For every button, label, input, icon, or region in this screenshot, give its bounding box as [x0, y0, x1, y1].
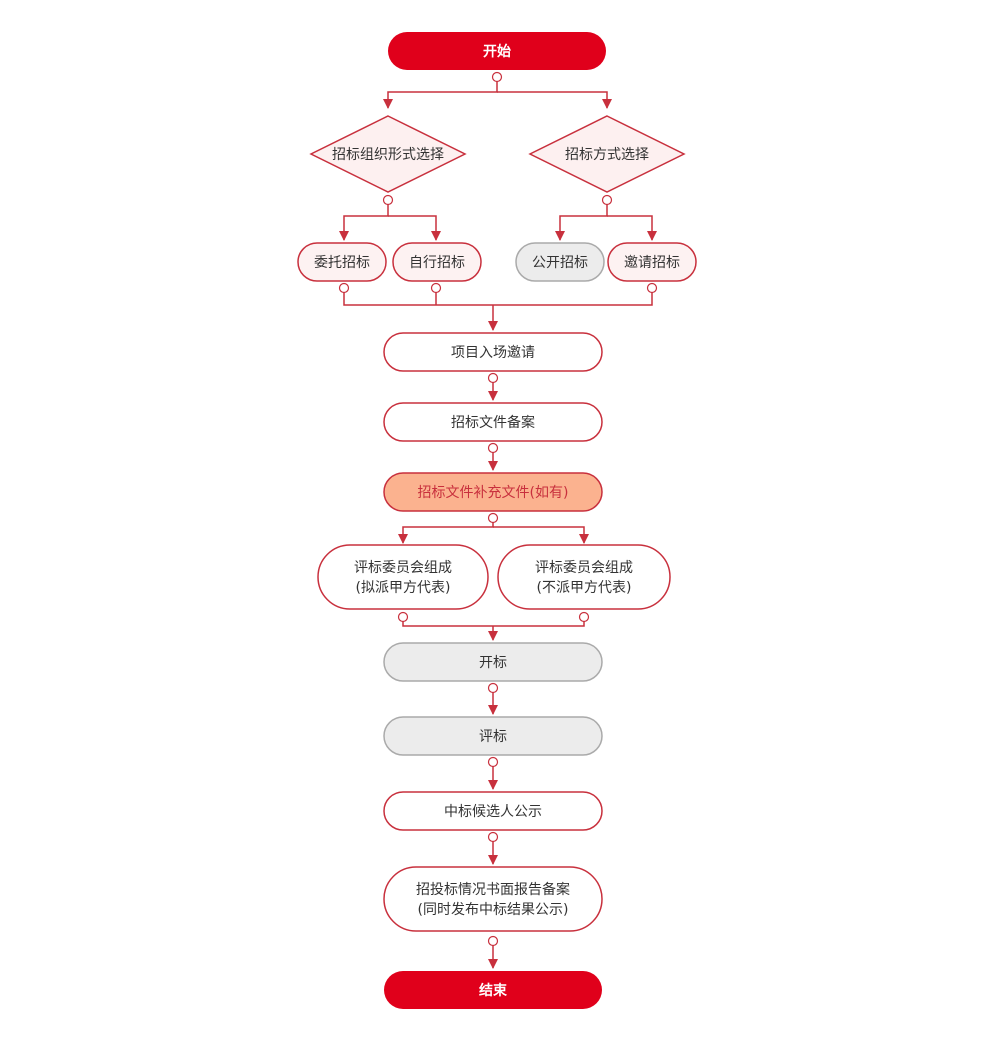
end-label: 结束 — [479, 982, 508, 999]
connector-start-form — [383, 76, 498, 109]
evaluation-label: 评标 — [479, 729, 507, 745]
node-entrusted: 委托招标 — [297, 242, 387, 282]
committee-rep-line1: 评标委员会组成 — [354, 560, 452, 576]
connector-ports — [338, 71, 658, 947]
port-committee-rep — [397, 611, 409, 623]
connectors — [339, 76, 657, 969]
connector-form-entrusted — [339, 199, 389, 241]
node-invited: 邀请招标 — [607, 242, 697, 282]
port-entrusted — [338, 282, 350, 294]
connector-method-public — [555, 199, 608, 241]
connector-merge-options — [343, 287, 653, 306]
port-evaluation — [487, 756, 499, 768]
node-self-run: 自行招标 — [392, 242, 482, 282]
end-node: 结束 — [384, 971, 602, 1009]
bid-opening-label: 开标 — [479, 655, 507, 671]
port-project-entry — [487, 372, 499, 384]
decision-organization-form: 招标组织形式选择 — [309, 115, 467, 193]
port-bid-opening — [487, 682, 499, 694]
node-bid-opening: 开标 — [383, 642, 603, 682]
port-candidate-publicity — [487, 831, 499, 843]
connector-supplement-norep — [493, 526, 589, 544]
report-filing-line2: (同时发布中标结果公示) — [418, 902, 569, 918]
node-evaluation: 评标 — [383, 716, 603, 756]
connector-form-self — [388, 215, 441, 241]
port-invited — [646, 282, 658, 294]
node-doc-supplement: 招标文件补充文件(如有) — [383, 472, 603, 512]
port-self-run — [430, 282, 442, 294]
node-committee-no-rep: 评标委员会组成 (不派甲方代表) — [497, 544, 671, 610]
port-decision-method — [601, 194, 613, 206]
start-node: 开始 — [388, 32, 606, 70]
connector-supplement-rep — [398, 518, 494, 544]
port-committee-norep — [578, 611, 590, 623]
candidate-publicity-label: 中标候选人公示 — [444, 804, 542, 820]
port-report-filing — [487, 935, 499, 947]
entrusted-label: 委托招标 — [314, 255, 370, 271]
node-public: 公开招标 — [515, 242, 605, 282]
port-decision-form — [382, 194, 394, 206]
port-start — [491, 71, 503, 83]
decision-method-label: 招标方式选择 — [565, 147, 649, 163]
port-doc-supplement — [487, 512, 499, 524]
node-project-entry: 项目入场邀请 — [383, 332, 603, 372]
invited-label: 邀请招标 — [624, 255, 680, 271]
project-entry-label: 项目入场邀请 — [451, 345, 535, 361]
doc-filing-label: 招标文件备案 — [451, 414, 535, 431]
self-run-label: 自行招标 — [409, 255, 465, 271]
start-label: 开始 — [483, 43, 511, 60]
connector-merge-committees — [402, 617, 585, 627]
node-candidate-publicity: 中标候选人公示 — [383, 791, 603, 831]
doc-supplement-label: 招标文件补充文件(如有) — [418, 485, 569, 501]
node-report-filing: 招投标情况书面报告备案 (同时发布中标结果公示) — [383, 866, 603, 932]
public-label: 公开招标 — [532, 255, 588, 271]
node-doc-filing: 招标文件备案 — [383, 402, 603, 442]
committee-rep-line2: (拟派甲方代表) — [356, 580, 451, 596]
committee-norep-line1: 评标委员会组成 — [535, 560, 633, 576]
node-committee-with-rep: 评标委员会组成 (拟派甲方代表) — [317, 544, 489, 610]
committee-norep-line2: (不派甲方代表) — [537, 580, 632, 596]
decision-form-label: 招标组织形式选择 — [332, 147, 444, 163]
port-doc-filing — [487, 442, 499, 454]
connector-method-invited — [607, 215, 657, 241]
decision-procurement-method: 招标方式选择 — [528, 115, 686, 193]
connector-start-method — [497, 91, 612, 109]
report-filing-line1: 招投标情况书面报告备案 — [416, 881, 570, 898]
